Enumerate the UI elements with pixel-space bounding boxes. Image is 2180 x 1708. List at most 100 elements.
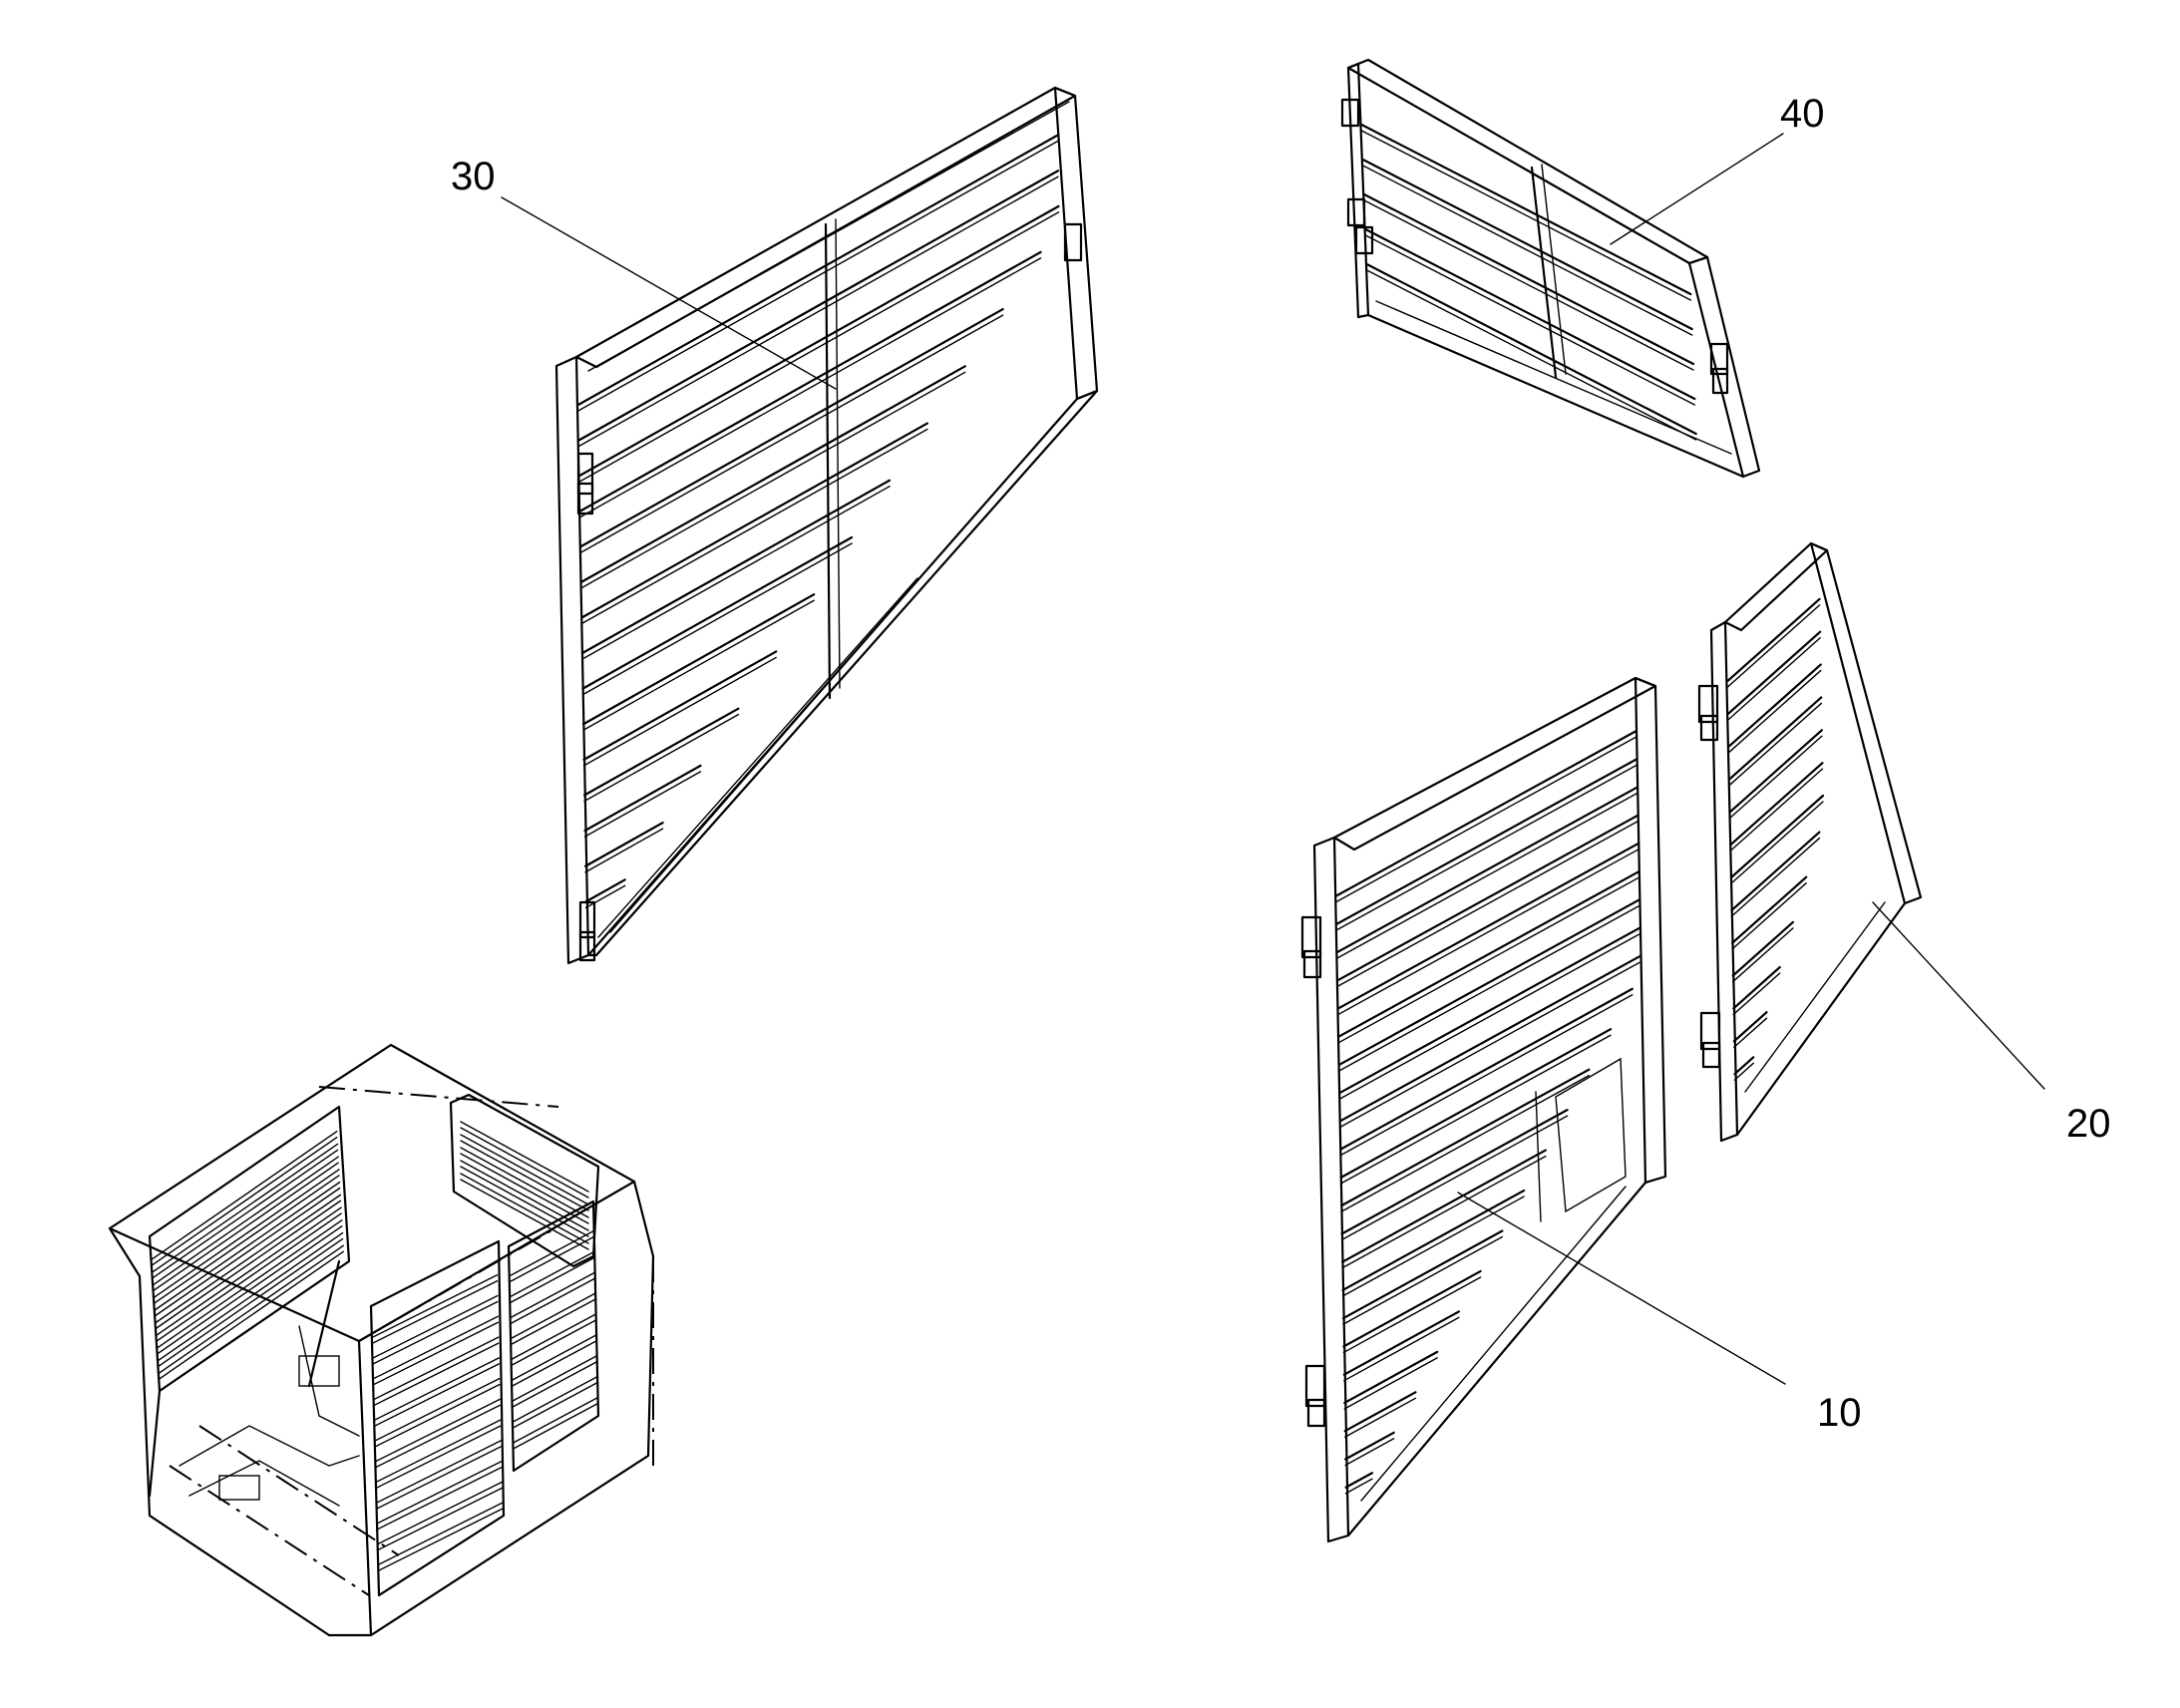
slat [158,1244,344,1374]
slat [578,250,1042,512]
slat [1342,1269,1482,1348]
slat [375,1398,501,1463]
slat-edge [373,1300,499,1365]
assembled-cab-overview [108,1043,655,1637]
slat [1731,920,1795,977]
slat [374,1336,500,1400]
slat-edge [579,314,1004,553]
slat-edge [581,486,891,660]
slat-edge [1337,876,1639,1044]
part-30-grille[interactable] [554,86,1099,965]
slat [460,1147,589,1218]
slat-edge [1335,736,1637,902]
slat [154,1181,341,1311]
slat-edge [1361,165,1693,336]
slat [1728,696,1823,781]
slat [1727,663,1822,748]
slat-edge [1728,669,1822,754]
slat [1729,762,1824,847]
slat [512,1355,597,1402]
slat-edge [1726,604,1821,688]
slat-edge [583,713,740,803]
slat-edge [1360,130,1692,301]
slat [1339,1028,1613,1179]
slat [1360,123,1692,296]
slat-edge [157,1237,344,1368]
slat-edge [1733,1062,1754,1081]
slat-edge [1340,1034,1612,1185]
slat [460,1173,589,1244]
slat [580,479,892,655]
slat [1728,729,1823,814]
slat [152,1143,339,1273]
slat-edge [584,884,626,909]
slat-edge [584,828,664,873]
slat-edge [1731,882,1807,950]
slat-edge [1340,1115,1569,1241]
slat [511,1271,596,1318]
slat [377,1502,504,1565]
callout-20: 20 [2066,1102,2111,1146]
slat [1341,1229,1504,1320]
slat-edge [1729,768,1824,852]
slat-edge [157,1225,343,1355]
part-10-louver-door[interactable] [1300,676,1667,1543]
slat [373,1315,500,1380]
slat-edge [1730,837,1821,917]
slat-edge [460,1166,589,1237]
slat [577,134,1059,406]
slat [1729,794,1825,879]
slat-edge [377,1487,503,1551]
slat [1343,1391,1417,1433]
slat [1726,597,1821,682]
slat-edge [1343,1357,1438,1410]
slat [1337,843,1639,1010]
slat [1338,926,1640,1095]
slat [582,707,740,797]
slat [153,1156,339,1285]
slat [513,1397,598,1444]
slat [1727,630,1822,715]
callout-30: 30 [451,155,496,198]
slat [583,822,664,867]
slat-edge [374,1342,500,1406]
slat [511,1313,597,1360]
slat [1335,758,1637,925]
slat-edge [376,1446,502,1510]
slat-edge [1339,994,1634,1157]
slat-edge [373,1321,500,1386]
callout-10: 10 [1817,1391,1862,1435]
slat [374,1357,501,1421]
slat-edge [1365,269,1697,441]
slat-edge [1342,1276,1482,1354]
slat-edge [577,140,1059,412]
slat-edge [374,1363,501,1427]
slat-edge [156,1212,342,1342]
part-40-grille[interactable] [1340,58,1761,479]
slat [152,1131,338,1260]
slat [1337,870,1639,1038]
slat-edge [1728,702,1822,787]
slat [460,1160,589,1231]
slat-edge [582,656,777,767]
slat [578,204,1060,477]
slat-edge [510,1235,595,1282]
slat-edge [1732,927,1794,983]
slat-edge [1344,1478,1373,1495]
leader-40 [1610,133,1784,245]
slat-edge [1732,972,1781,1016]
slat [1341,1189,1526,1292]
part-20-louver-door[interactable] [1697,541,1923,1143]
slat [1340,1109,1569,1235]
slat-edge [152,1137,338,1266]
slat [581,535,854,690]
slat [1732,965,1781,1010]
slat-edge [377,1508,504,1571]
slat-edge [582,599,815,731]
slat [375,1377,501,1442]
slat [1338,955,1641,1123]
slat-edge [1338,933,1640,1100]
slat [377,1481,503,1545]
slat [584,878,626,903]
